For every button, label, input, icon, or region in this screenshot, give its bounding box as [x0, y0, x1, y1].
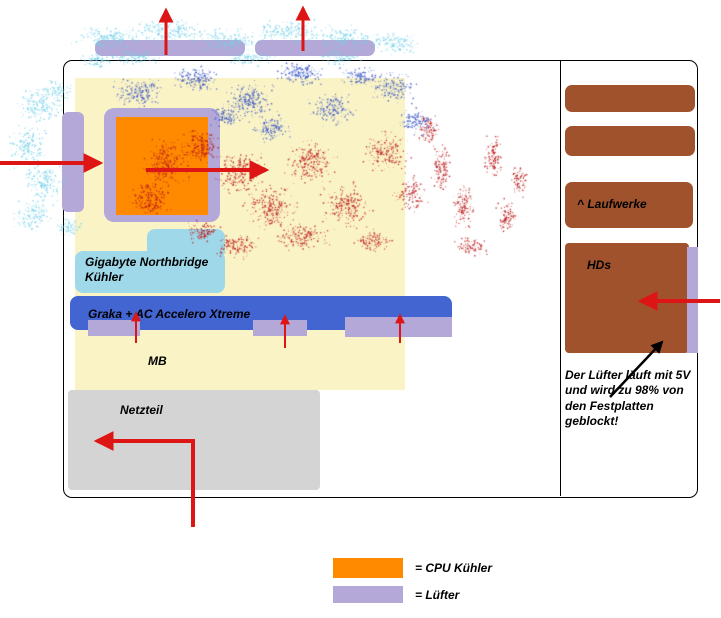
graka-fan-2 [253, 320, 307, 336]
optical-drives-bay: ^ Laufwerke [565, 182, 693, 228]
graka-label: Graka + AC Accelero Xtreme [88, 307, 251, 321]
northbridge-label-line2: Kühler [85, 270, 124, 284]
hdd-fan-note: Der Lüfter läuft mit 5V und wird zu 98% … [565, 368, 691, 429]
graka-fan-1 [88, 320, 140, 336]
drive-bay-2 [565, 126, 695, 156]
northbridge-cooler: Gigabyte Northbridge Kühler [75, 251, 225, 293]
motherboard-label: MB [148, 354, 167, 368]
hdd-fan [687, 247, 698, 353]
legend-swatch-cpu-cooler [333, 558, 403, 578]
psu: Netzteil [68, 390, 320, 490]
cpu-cooler [116, 117, 208, 215]
top-fan-2 [255, 40, 375, 56]
case-divider [560, 61, 561, 496]
top-fan-1 [95, 40, 245, 56]
hdd-cage: HDs [565, 243, 689, 353]
laufwerke-label: ^ Laufwerke [577, 197, 647, 211]
legend-label-fan: = Lüfter [415, 588, 460, 602]
hds-label: HDs [587, 258, 612, 272]
northbridge-label-line1: Gigabyte Northbridge [85, 255, 209, 269]
drive-bay-1 [565, 85, 695, 112]
graka-fan-3 [345, 317, 452, 337]
legend-swatch-fan [333, 586, 403, 603]
front-fan [62, 112, 84, 212]
psu-label: Netzteil [120, 403, 163, 417]
legend-label-cpu-cooler: = CPU Kühler [415, 561, 493, 575]
